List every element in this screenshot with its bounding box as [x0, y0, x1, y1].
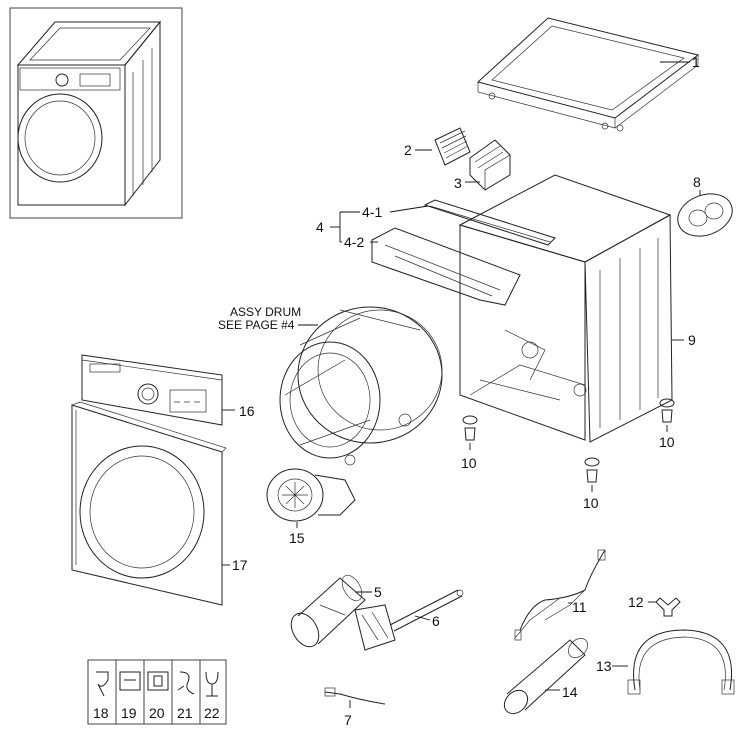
part-1-top-panel — [476, 17, 700, 132]
drum-assembly — [279, 306, 443, 466]
part-14-duct-tube — [503, 638, 588, 715]
assembled-dryer-thumbnail — [9, 7, 183, 219]
callout-18: 18 — [93, 705, 109, 721]
callout-5: 5 — [374, 584, 382, 600]
callout-10a: 10 — [461, 455, 477, 471]
callout-2: 2 — [404, 142, 412, 158]
callout-21: 21 — [177, 705, 193, 721]
part-11-wire-harness — [514, 549, 606, 641]
part-12-y-connector — [648, 597, 681, 617]
callout-3: 3 — [454, 175, 462, 191]
part-4-bracket-assembly — [330, 199, 556, 306]
drum-note-line2: SEE PAGE #4 — [218, 318, 295, 332]
part-5-heater-duct — [290, 574, 372, 648]
clips-parts-box — [87, 659, 227, 725]
drum-note-line1: ASSY DRUM — [230, 305, 301, 319]
part-2-vent-grille — [415, 127, 471, 166]
callout-8: 8 — [693, 174, 701, 190]
part-10-leveling-foot-c — [659, 398, 675, 432]
part-6-heater-assembly — [354, 589, 464, 651]
callout-20: 20 — [149, 705, 165, 721]
callout-15: 15 — [289, 530, 305, 546]
part-17-front-panel — [71, 401, 230, 606]
part-3-module-housing — [465, 139, 511, 191]
callout-12: 12 — [628, 594, 644, 610]
part-13-inlet-hose — [612, 629, 735, 695]
callout-4: 4 — [316, 219, 324, 235]
callout-4-1: 4-1 — [362, 204, 382, 220]
part-10-leveling-foot-b — [584, 457, 600, 492]
part-9-cabinet — [458, 174, 684, 443]
part-7-power-cord — [324, 687, 386, 708]
callout-10b: 10 — [583, 495, 599, 511]
callout-17: 17 — [232, 557, 248, 573]
callout-10c: 10 — [659, 434, 675, 450]
callout-19: 19 — [121, 705, 137, 721]
part-15-blower-housing — [266, 468, 356, 528]
callout-7: 7 — [344, 712, 352, 728]
part-10-leveling-foot-a — [462, 415, 478, 450]
callout-4-2: 4-2 — [344, 234, 364, 250]
callout-13: 13 — [596, 658, 612, 674]
callout-11: 11 — [572, 599, 587, 615]
callout-9: 9 — [688, 332, 696, 348]
callout-16: 16 — [239, 403, 255, 419]
part-8-vent-cover — [677, 190, 733, 237]
callout-6: 6 — [432, 613, 440, 629]
callout-22: 22 — [204, 705, 220, 721]
part-16-control-panel — [81, 354, 235, 426]
callout-14: 14 — [562, 684, 578, 700]
callout-1: 1 — [692, 54, 700, 70]
